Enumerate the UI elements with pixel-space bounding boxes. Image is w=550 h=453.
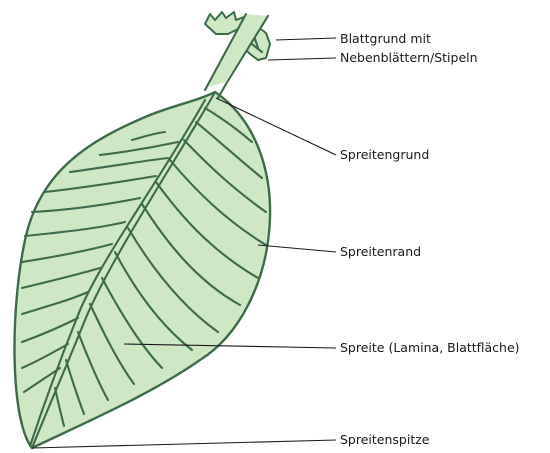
label-blattgrund-line2: Nebenblättern/Stipeln <box>340 50 478 65</box>
leader-spreitenspitze <box>32 440 336 448</box>
label-spreitengrund: Spreitengrund <box>340 147 429 162</box>
leader-blattgrund <box>276 38 336 40</box>
label-spreitenspitze: Spreitenspitze <box>340 432 430 447</box>
label-spreitenrand: Spreitenrand <box>340 244 421 259</box>
leader-stipeln <box>268 58 336 60</box>
leaf-blade <box>15 92 271 448</box>
label-blattgrund-line1: Blattgrund mit <box>340 31 431 46</box>
leader-spreitenrand <box>258 245 336 252</box>
label-spreite: Spreite (Lamina, Blattfläche) <box>340 340 520 355</box>
